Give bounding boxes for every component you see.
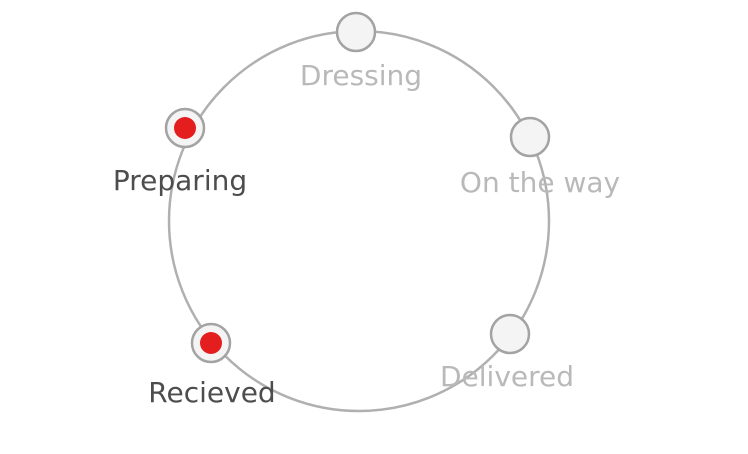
stage-label-dressing: Dressing [300, 59, 422, 92]
stage-node-dressing[interactable]: Dressing [300, 11, 422, 92]
stage-label-preparing: Preparing [113, 164, 247, 197]
stage-node-preparing[interactable]: Preparing [113, 107, 247, 197]
stage-label-recieved: Recieved [148, 376, 275, 409]
stage-node-on-the-way[interactable]: On the way [460, 116, 620, 199]
stage-marker-dot-preparing [174, 117, 196, 139]
stage-marker-on-the-way [509, 116, 551, 158]
stage-label-on-the-way: On the way [460, 166, 620, 199]
stage-marker-dressing [335, 11, 377, 53]
stage-node-delivered[interactable]: Delivered [440, 313, 574, 393]
stage-marker-dot-recieved [200, 332, 222, 354]
stage-node-recieved[interactable]: Recieved [148, 322, 276, 409]
stage-marker-delivered [489, 313, 531, 355]
stage-label-delivered: Delivered [440, 360, 574, 393]
